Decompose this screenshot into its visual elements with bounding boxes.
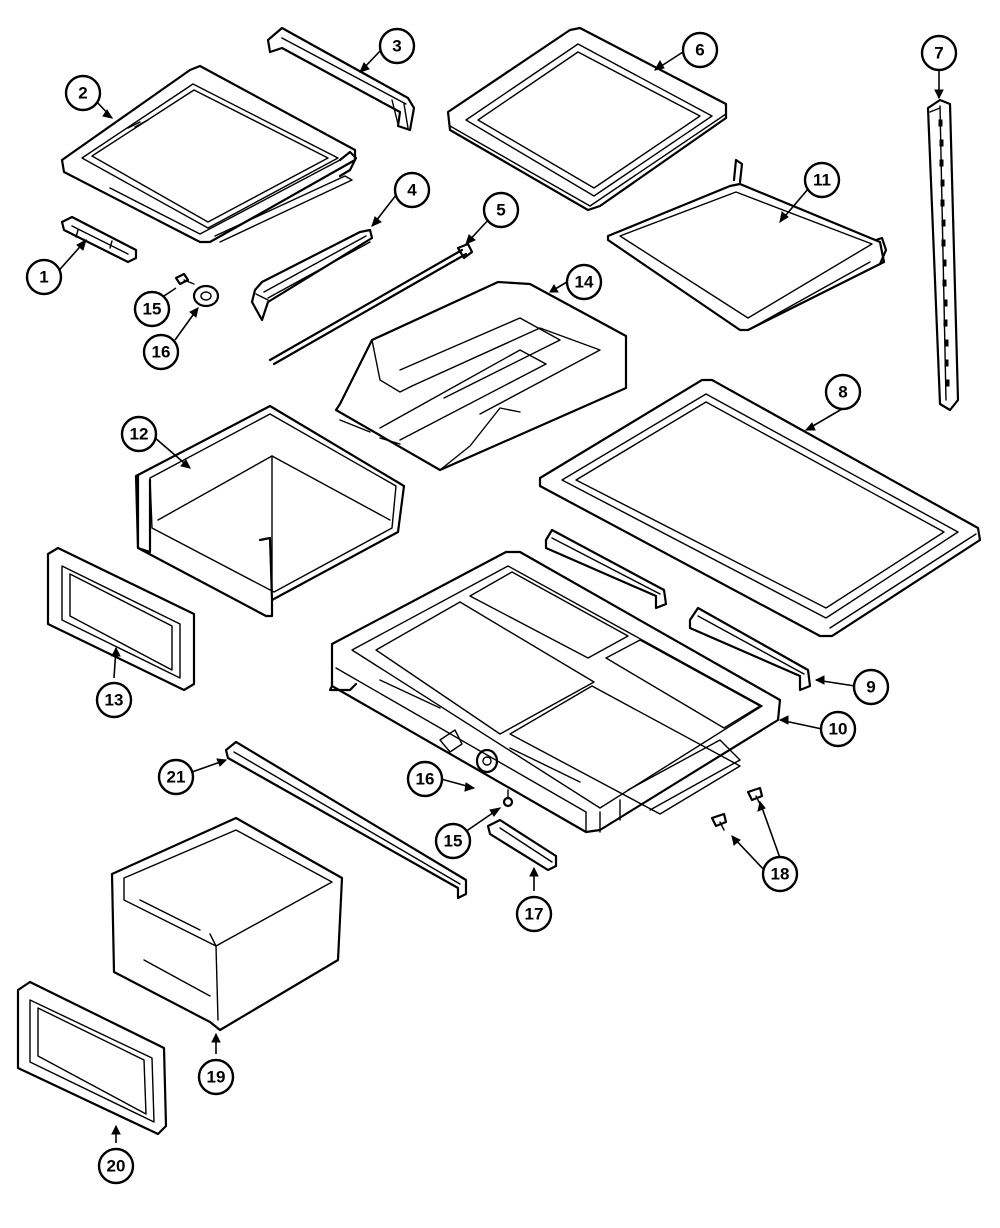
callout-13-label: 13	[105, 691, 124, 710]
part-5-support-rod	[268, 242, 474, 366]
callout-18-label: 18	[771, 865, 790, 884]
callout-3-label: 3	[392, 37, 401, 56]
callout-17: 17	[515, 895, 553, 933]
callout-15a: 15	[133, 290, 171, 328]
callout-13: 13	[95, 681, 133, 719]
part-14-crisper-cover	[334, 280, 628, 472]
leader-lines	[53, 48, 944, 1143]
callout-20-label: 20	[107, 1157, 126, 1176]
callout-17-label: 17	[525, 905, 544, 924]
part-12-crisper-bin	[134, 404, 406, 618]
callout-15b-label: 15	[444, 832, 463, 851]
callout-6-label: 6	[695, 41, 704, 60]
callout-16b: 16	[406, 760, 444, 798]
callout-15a-label: 15	[143, 300, 162, 319]
callout-1: 1	[25, 258, 63, 296]
part-6-glass-shelf	[446, 26, 728, 212]
callout-9-label: 9	[866, 678, 875, 697]
callout-21: 21	[157, 758, 195, 796]
callout-3: 3	[378, 27, 416, 65]
callout-18: 18	[761, 855, 799, 893]
part-9-rails	[544, 528, 812, 692]
callout-19: 19	[197, 1058, 235, 1096]
callout-6: 6	[681, 31, 719, 69]
callout-8: 8	[824, 373, 862, 411]
callout-10: 10	[819, 710, 857, 748]
callout-20: 20	[97, 1147, 135, 1185]
callout-9: 9	[852, 668, 890, 706]
callout-7-label: 7	[934, 44, 943, 63]
part-19-deli-drawer	[110, 816, 344, 1032]
part-4-shelf-bracket	[250, 228, 374, 322]
callout-4-label: 4	[407, 181, 417, 200]
callout-4: 4	[393, 171, 431, 209]
callout-12: 12	[120, 415, 158, 453]
part-11-wire-shelf	[606, 158, 888, 332]
callout-16a-label: 16	[152, 343, 171, 362]
callout-2: 2	[64, 74, 102, 112]
part-13-drawer-front	[46, 546, 196, 692]
part-16a-bushing	[192, 284, 220, 308]
callout-10-label: 10	[829, 720, 848, 739]
part-7-ladder-rail	[926, 98, 960, 412]
callout-8-label: 8	[838, 383, 847, 402]
callout-5-label: 5	[496, 201, 505, 220]
callout-5: 5	[482, 191, 520, 229]
part-8-glass-panel	[538, 378, 982, 638]
callout-7: 7	[920, 34, 958, 72]
callout-21-label: 21	[167, 768, 186, 787]
part-18-screws	[710, 786, 764, 831]
callout-12-label: 12	[130, 425, 149, 444]
callout-16a: 16	[142, 333, 180, 371]
callout-labels: 1 2 3 4 5 6 7 8 9 10 11 12 13 14 15 16 1…	[25, 27, 958, 1185]
part-17-clip	[486, 818, 558, 872]
part-21-long-rail	[224, 740, 468, 900]
callout-19-label: 19	[207, 1068, 226, 1087]
part-2-glass-shelf	[60, 64, 358, 244]
part-15a-screw	[174, 272, 195, 286]
part-1-shelf-clip	[60, 215, 138, 264]
callout-15b: 15	[434, 822, 472, 860]
part-20-drawer-front	[16, 980, 168, 1136]
callout-16b-label: 16	[416, 770, 435, 789]
callout-1-label: 1	[39, 268, 48, 287]
part-3-shelf-rail	[266, 26, 416, 132]
callout-14: 14	[565, 263, 603, 301]
callout-2-label: 2	[78, 84, 87, 103]
part-10-shelf-frame	[328, 550, 782, 834]
callout-14-label: 14	[575, 273, 594, 292]
part-16b-bushing	[475, 748, 499, 774]
callout-11: 11	[803, 161, 841, 199]
callout-11-label: 11	[813, 171, 831, 190]
part-15b-screw	[502, 789, 514, 808]
